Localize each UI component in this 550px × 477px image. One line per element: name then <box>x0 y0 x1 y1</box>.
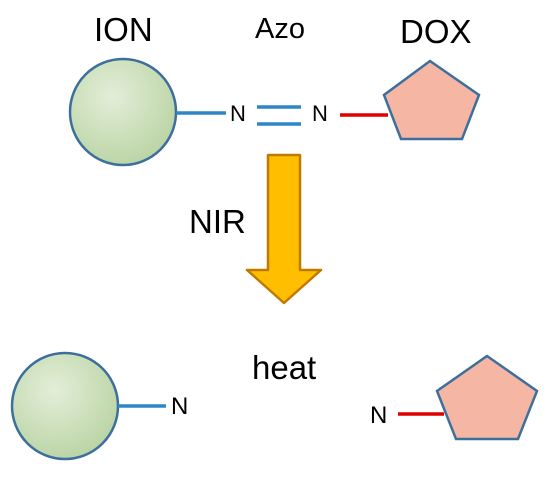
azo-nitrogen-right: N <box>312 101 328 126</box>
ion-nanoparticle-bottom <box>10 351 120 461</box>
ion-side-nitrogen: N <box>171 393 189 420</box>
nir-label: NIR <box>189 203 246 240</box>
ion-label: ION <box>94 11 153 48</box>
dox-side-nitrogen: N <box>370 402 388 429</box>
dox-pentagon-top <box>382 59 481 141</box>
azo-nitrogen-left: N <box>230 101 246 126</box>
dox-label: DOX <box>400 13 472 50</box>
nir-reaction-arrow <box>245 153 323 305</box>
ion-nanoparticle-top <box>68 57 178 167</box>
heat-label: heat <box>252 349 317 386</box>
dox-pentagon-bottom <box>435 354 539 441</box>
azo-label: Azo <box>255 13 305 45</box>
